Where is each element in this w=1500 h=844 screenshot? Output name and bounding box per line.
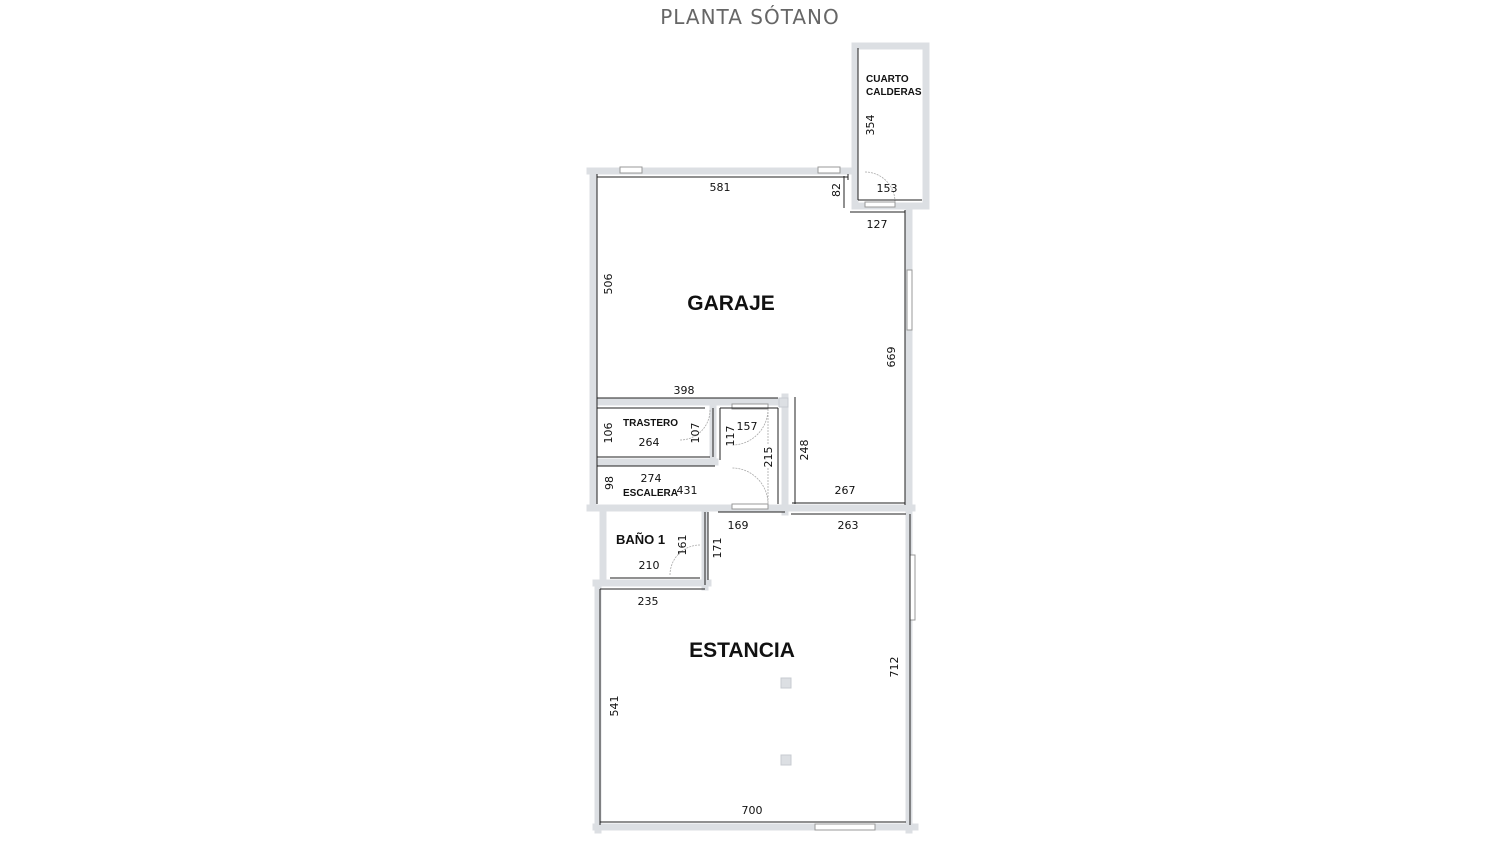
column bbox=[780, 754, 792, 766]
dim-label: 506 bbox=[602, 274, 615, 295]
door-swings bbox=[669, 171, 896, 576]
column bbox=[778, 397, 789, 408]
windows bbox=[619, 166, 916, 831]
dim-label: 354 bbox=[864, 115, 877, 136]
column bbox=[780, 677, 792, 689]
dim-label: 161 bbox=[676, 535, 689, 556]
dimension-line bbox=[596, 397, 905, 504]
window bbox=[619, 166, 643, 174]
room-calderas: CALDERAS bbox=[866, 87, 922, 98]
door-frame bbox=[864, 201, 896, 208]
dimension-line bbox=[596, 48, 922, 505]
dimension-line bbox=[596, 174, 849, 180]
dim-label: 117 bbox=[724, 426, 737, 447]
room-estancia: ESTANCIA bbox=[689, 639, 795, 662]
dimension-labels: 581 82 354 153 127 506 669 398 106 264 1… bbox=[602, 115, 901, 818]
dim-label: 157 bbox=[737, 420, 758, 433]
dim-label: 127 bbox=[867, 218, 888, 231]
dim-label: 248 bbox=[798, 440, 811, 461]
dim-label: 98 bbox=[603, 476, 616, 490]
door-swing bbox=[669, 544, 701, 576]
dim-label: 700 bbox=[742, 804, 763, 817]
dim-label: 107 bbox=[689, 423, 702, 444]
dim-label: 169 bbox=[728, 519, 749, 532]
dim-label: 153 bbox=[877, 182, 898, 195]
dimension-line bbox=[596, 465, 911, 825]
dim-label: 669 bbox=[885, 347, 898, 368]
wall-lines bbox=[586, 167, 919, 834]
door-swing bbox=[864, 171, 896, 203]
door-swing bbox=[731, 467, 769, 505]
dim-label: 431 bbox=[677, 484, 698, 497]
room-trastero: TRASTERO bbox=[623, 418, 678, 429]
dim-label: 235 bbox=[638, 595, 659, 608]
room-labels: GARAJE CUARTO CALDERAS TRASTERO ESCALERA… bbox=[616, 74, 922, 662]
dim-label: 581 bbox=[710, 181, 731, 194]
door-swing bbox=[731, 408, 769, 446]
dim-label: 264 bbox=[639, 436, 660, 449]
dim-label: 171 bbox=[711, 538, 724, 559]
dim-label: 712 bbox=[888, 657, 901, 678]
dim-label: 398 bbox=[674, 384, 695, 397]
dimension-lines bbox=[596, 48, 922, 825]
room-escalera: ESCALERA bbox=[623, 488, 678, 499]
window bbox=[906, 269, 913, 331]
window bbox=[814, 823, 876, 831]
room-cuarto: CUARTO bbox=[866, 74, 909, 85]
dim-label: 267 bbox=[835, 484, 856, 497]
door-frame bbox=[731, 403, 769, 410]
dim-label: 274 bbox=[641, 472, 662, 485]
window bbox=[817, 166, 841, 174]
door-frame bbox=[731, 503, 769, 510]
dim-label: 82 bbox=[830, 183, 843, 197]
dim-label: 541 bbox=[608, 696, 621, 717]
dim-label: 263 bbox=[838, 519, 859, 532]
dim-label: 215 bbox=[762, 447, 775, 468]
window bbox=[909, 554, 916, 621]
dim-label: 106 bbox=[602, 423, 615, 444]
dim-label: 210 bbox=[639, 559, 660, 572]
plan-title: PLANTA SÓTANO bbox=[660, 5, 840, 29]
door-swing bbox=[679, 409, 711, 441]
room-garaje: GARAJE bbox=[687, 292, 775, 315]
room-bano: BAÑO 1 bbox=[616, 532, 665, 547]
